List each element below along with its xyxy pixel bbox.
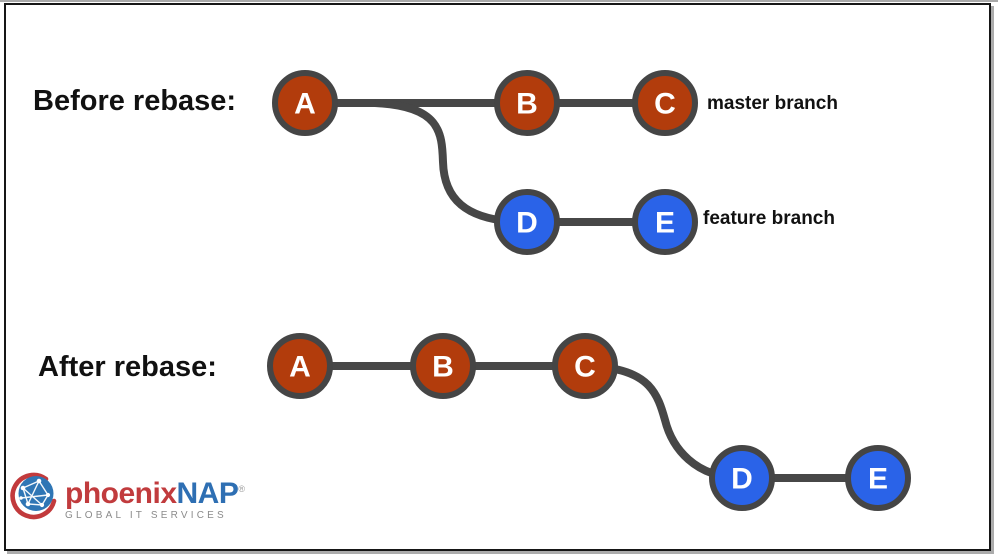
commit-circle — [410, 333, 476, 399]
logo-tagline: GLOBAL IT SERVICES — [65, 510, 227, 521]
commit-letter: D — [516, 207, 538, 240]
commit-node-before-b: B — [494, 70, 560, 136]
logo-brand: phoenixNAP® — [65, 475, 245, 510]
edge-before-branch-a-d — [374, 99, 528, 226]
commit-circle — [632, 189, 698, 255]
commit-letter: B — [516, 88, 538, 121]
logo-text: phoenixNAP® GLOBAL IT SERVICES — [65, 475, 245, 522]
page-top-edge — [0, 0, 998, 2]
commit-circle — [632, 70, 698, 136]
logo-brand-phoenix: phoenix — [65, 477, 177, 510]
globe-icon — [10, 472, 57, 520]
before-rebase-title: Before rebase: — [33, 85, 237, 117]
commit-letter: A — [294, 88, 316, 121]
commit-circle — [267, 333, 333, 399]
commit-node-before-c: C — [632, 70, 698, 136]
edge-after-c-d — [599, 363, 743, 482]
commit-node-after-a: A — [267, 333, 333, 399]
commit-node-before-a: A — [272, 70, 338, 136]
commit-node-after-c: C — [552, 333, 618, 399]
commit-circle — [494, 189, 560, 255]
commit-node-after-d: D — [709, 445, 775, 511]
phoenixnap-logo: phoenixNAP® GLOBAL IT SERVICES — [8, 472, 245, 524]
registered-mark-icon: ® — [238, 484, 245, 494]
commit-letter: C — [574, 351, 596, 384]
logo-brand-nap: NAP — [176, 477, 239, 510]
commit-letter: D — [731, 463, 753, 496]
commit-circle — [552, 333, 618, 399]
commit-letter: B — [432, 351, 454, 384]
commit-letter: E — [868, 463, 888, 496]
commit-circle — [272, 70, 338, 136]
commit-circle — [845, 445, 911, 511]
commit-letter: A — [289, 351, 311, 384]
commit-node-after-e: E — [845, 445, 911, 511]
after-rebase-title: After rebase: — [38, 351, 217, 383]
master-branch-label: master branch — [707, 93, 838, 114]
commit-node-before-e: E — [632, 189, 698, 255]
commit-node-before-d: D — [494, 189, 560, 255]
commit-letter: C — [654, 88, 676, 121]
feature-branch-label: feature branch — [703, 208, 835, 229]
commit-node-after-b: B — [410, 333, 476, 399]
commit-circle — [494, 70, 560, 136]
commit-circle — [709, 445, 775, 511]
commit-letter: E — [655, 207, 675, 240]
